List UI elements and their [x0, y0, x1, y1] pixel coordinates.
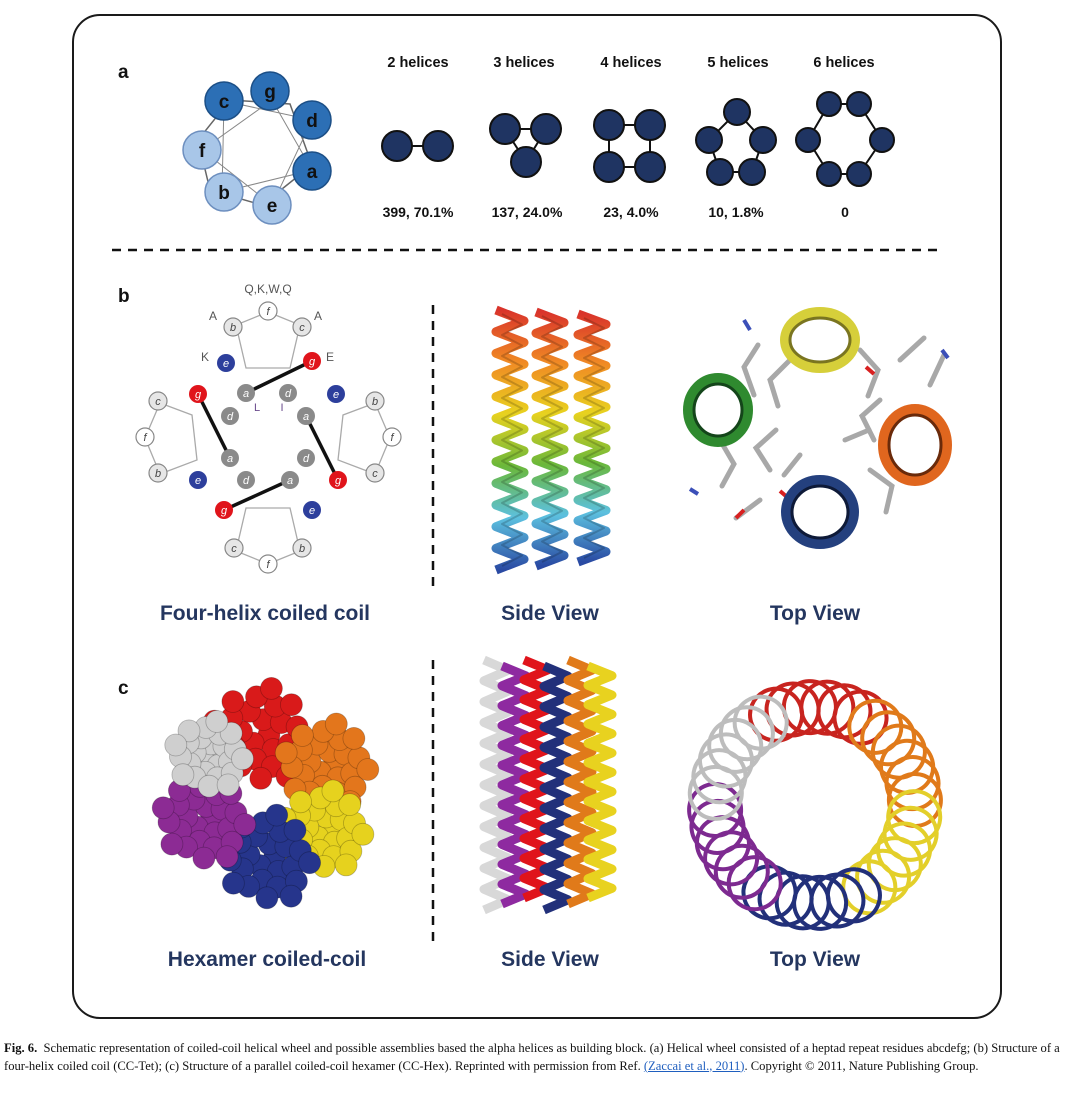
svg-text:b: b — [230, 322, 236, 334]
svg-text:e: e — [195, 475, 201, 487]
title-top-view-b: Top View — [770, 602, 861, 625]
assembly-title-5: 5 helices — [707, 55, 768, 71]
figure-frame — [72, 14, 1002, 1019]
svg-text:a: a — [303, 411, 309, 423]
title-top-view-c: Top View — [770, 948, 861, 971]
wheel-residue-a: a — [292, 151, 332, 191]
svg-text:a: a — [287, 475, 293, 487]
four-helix-side-view — [491, 305, 611, 575]
svg-text:a: a — [227, 453, 233, 465]
residue-label-e: E — [326, 350, 334, 364]
residue-label-l: L — [254, 402, 260, 414]
residue-label-k: K — [201, 350, 209, 364]
assembly-diagram-5 — [695, 98, 777, 186]
svg-text:f: f — [143, 432, 147, 444]
svg-text:g: g — [221, 505, 228, 517]
svg-text:d: d — [306, 111, 318, 132]
svg-text:c: c — [219, 92, 230, 113]
svg-text:e: e — [267, 196, 278, 217]
svg-text:e: e — [223, 358, 229, 370]
caption-reference-link[interactable]: (Zaccai et al., 2011) — [643, 1058, 745, 1073]
assembly-stat-6: 0 — [841, 204, 849, 220]
svg-text:d: d — [243, 475, 250, 487]
assembly-title-2: 2 helices — [387, 55, 448, 71]
residue-label-i: I — [280, 402, 283, 414]
assembly-title-3: 3 helices — [493, 55, 554, 71]
wheel-residue-f: f — [182, 130, 222, 170]
residue-label-a2: A — [314, 309, 322, 323]
panel-letter-a: a — [118, 62, 129, 83]
svg-text:b: b — [372, 396, 378, 408]
svg-text:b: b — [299, 543, 305, 555]
assembly-diagram-6 — [795, 91, 895, 187]
svg-text:f: f — [390, 432, 394, 444]
caption-label: Fig. 6. — [4, 1041, 38, 1055]
svg-text:b: b — [155, 468, 161, 480]
assembly-stat-4: 23, 4.0% — [603, 204, 659, 220]
svg-text:g: g — [195, 389, 202, 401]
assembly-stat-3: 137, 24.0% — [492, 204, 563, 220]
assembly-title-6: 6 helices — [813, 55, 874, 71]
title-side-view-c: Side View — [501, 948, 599, 971]
caption-copyright: . Copyright © 2011, Nature Publishing Gr… — [744, 1058, 979, 1073]
svg-text:c: c — [231, 543, 237, 555]
svg-text:g: g — [264, 82, 276, 103]
svg-text:b: b — [218, 183, 230, 204]
four-helix-wheel-diagram: Q,K,W,Q A A K E L I f b c e g a d c f b … — [135, 282, 402, 574]
title-hexamer-coiled-coil: Hexamer coiled-coil — [168, 948, 366, 971]
svg-text:c: c — [372, 468, 378, 480]
title-side-view-b: Side View — [501, 602, 599, 625]
assembly-diagram-4 — [593, 109, 666, 183]
wheel-residue-c: c — [204, 81, 244, 121]
svg-text:f: f — [266, 306, 270, 318]
wheel-residue-e: e — [252, 185, 292, 225]
residue-label-a1: A — [209, 309, 217, 323]
svg-text:a: a — [243, 388, 249, 400]
svg-text:g: g — [335, 475, 342, 487]
svg-text:e: e — [309, 505, 315, 517]
svg-text:e: e — [333, 389, 339, 401]
wheel-residue-b: b — [204, 172, 244, 212]
svg-text:f: f — [266, 559, 270, 571]
assembly-title-4: 4 helices — [600, 55, 661, 71]
panel-letter-c: c — [118, 678, 129, 699]
wheel-residue-g: g — [250, 71, 290, 111]
panel-letter-b: b — [118, 286, 130, 307]
assembly-diagram-3 — [489, 113, 562, 178]
svg-text:f: f — [199, 141, 206, 162]
wheel-residue-d: d — [292, 100, 332, 140]
title-four-helix-coiled-coil: Four-helix coiled coil — [160, 602, 370, 625]
four-helix-top-view — [683, 307, 952, 549]
hexamer-side-view — [479, 655, 617, 915]
top-residues-label: Q,K,W,Q — [244, 282, 291, 296]
hexamer-space-filling — [151, 677, 380, 910]
svg-text:d: d — [227, 411, 234, 423]
assembly-diagram-2 — [381, 130, 454, 162]
assembly-stat-5: 10, 1.8% — [708, 204, 764, 220]
svg-text:a: a — [307, 162, 318, 183]
caption-text: Schematic representation of coiled-coil … — [4, 1041, 1060, 1073]
helical-wheel: c g d f a b e — [182, 71, 332, 225]
svg-text:c: c — [299, 322, 305, 334]
svg-text:c: c — [155, 396, 161, 408]
svg-text:d: d — [285, 388, 292, 400]
hexamer-top-view — [687, 679, 943, 931]
svg-text:g: g — [309, 356, 316, 368]
figure-canvas: a c g d f a b e 2 helices 3 helices 4 he… — [112, 55, 952, 971]
figure-caption: Fig. 6. Schematic representation of coil… — [4, 1040, 1076, 1075]
assembly-stat-2: 399, 70.1% — [383, 204, 454, 220]
svg-text:d: d — [303, 453, 310, 465]
